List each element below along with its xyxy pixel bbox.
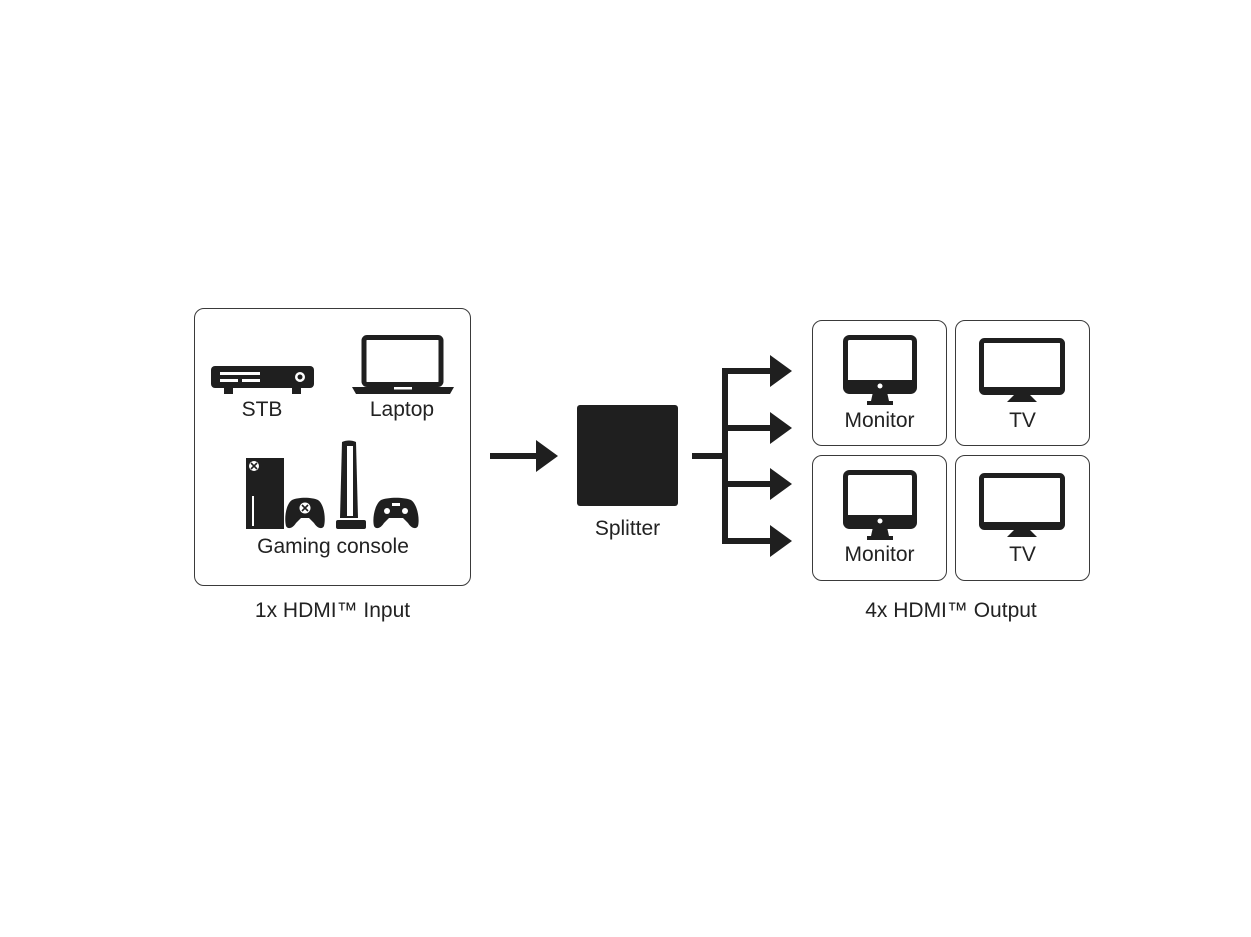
input-caption: 1x HDMI™ Input (254, 599, 411, 622)
output-caption: 4x HDMI™ Output (865, 599, 1037, 622)
output-label-4: TV (1009, 543, 1036, 566)
stb-label: STB (241, 398, 283, 421)
input-arrow (490, 440, 558, 472)
tv-icon (979, 338, 1065, 402)
xbox-console-icon (246, 458, 284, 529)
splitter-label: Splitter (594, 517, 661, 540)
xbox-controller-icon (285, 497, 325, 529)
playstation-controller-icon (373, 497, 419, 529)
laptop-icon (352, 335, 454, 394)
stb-icon (211, 366, 314, 394)
output-label-1: Monitor (844, 409, 915, 432)
splitter-box (577, 405, 678, 506)
playstation-console-icon (336, 440, 366, 529)
output-label-3: Monitor (844, 543, 915, 566)
input-panel (194, 308, 471, 586)
laptop-label: Laptop (369, 398, 435, 421)
output-branch-arrows (692, 355, 792, 557)
monitor-icon (843, 335, 917, 405)
tv-icon (979, 473, 1065, 537)
output-label-2: TV (1009, 409, 1036, 432)
monitor-icon (843, 470, 917, 540)
gaming-console-label: Gaming console (257, 535, 409, 558)
